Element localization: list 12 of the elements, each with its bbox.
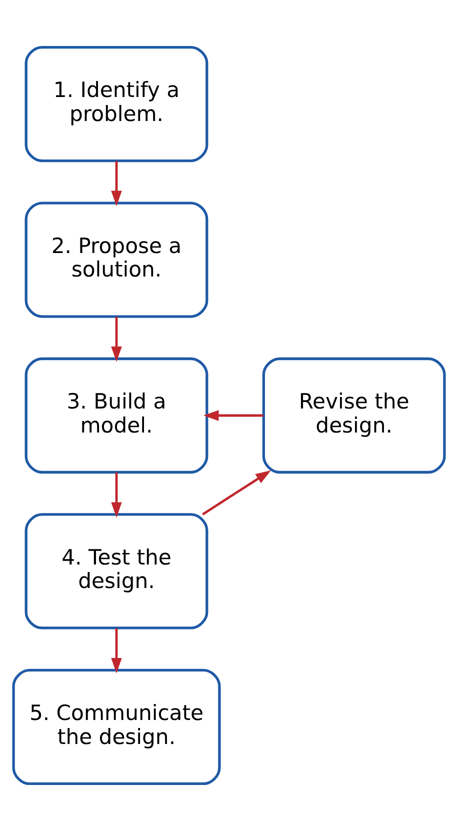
arrow — [111, 472, 122, 518]
arrow — [111, 316, 122, 362]
node-box: 4. Test the design. — [24, 512, 208, 629]
arrow — [203, 410, 264, 420]
arrow — [202, 470, 271, 515]
node-box: 5. Communicate the design. — [12, 668, 221, 785]
node-box: Revise the design. — [262, 356, 446, 474]
node-box: 2. Propose a solution. — [24, 201, 208, 318]
node-box: 3. Build a model. — [24, 356, 208, 474]
node-box: 1. Identify a problem. — [24, 45, 208, 162]
arrow — [111, 628, 122, 673]
arrow — [111, 160, 122, 206]
